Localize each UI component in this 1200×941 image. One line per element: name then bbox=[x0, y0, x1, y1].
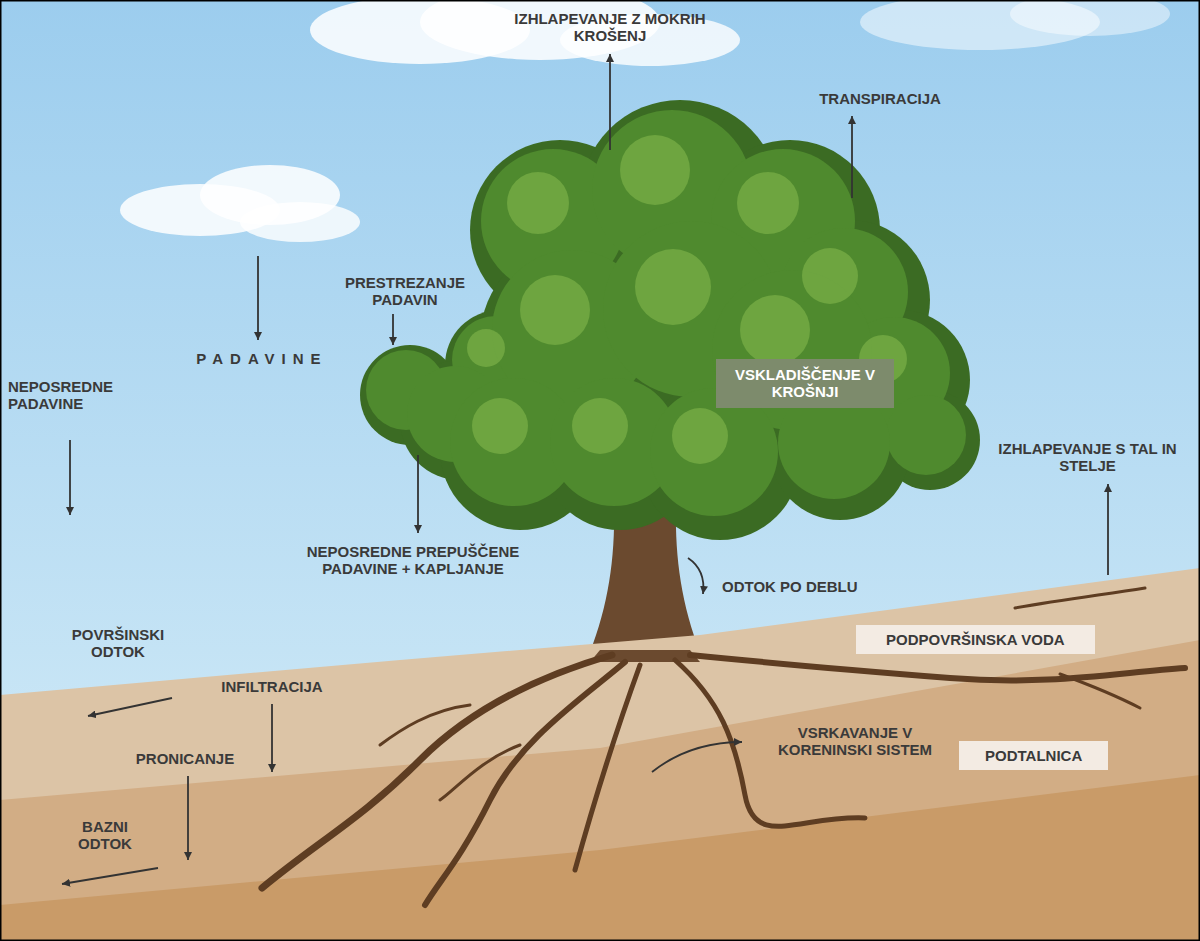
storage-box: PODTALNICA bbox=[959, 741, 1108, 770]
flow-arrow bbox=[688, 558, 703, 594]
process-label: BAZNI ODTOK bbox=[65, 818, 145, 853]
canopy-highlight bbox=[802, 248, 858, 304]
canopy-highlight bbox=[620, 135, 690, 205]
flow-arrow bbox=[392, 314, 394, 345]
roots bbox=[262, 588, 1185, 905]
cloud bbox=[1010, 0, 1170, 36]
box-text: PODPOVRŠINSKA VODA bbox=[886, 631, 1065, 648]
subsoil bbox=[0, 640, 1200, 941]
canopy-highlight bbox=[572, 398, 628, 454]
canopy-foliage bbox=[886, 395, 966, 475]
storage-box: VSKLADIŠČENJE V KROŠNJI bbox=[716, 359, 894, 408]
canopy-highlight bbox=[472, 398, 528, 454]
canopy-highlight bbox=[737, 172, 799, 234]
flow-arrow bbox=[609, 54, 611, 150]
process-label: POVRŠINSKI ODTOK bbox=[63, 626, 173, 661]
process-label: IZHLAPEVANJE Z MOKRIH KROŠENJ bbox=[510, 10, 710, 45]
root bbox=[1060, 674, 1140, 708]
cloud bbox=[240, 202, 360, 242]
flow-arrow bbox=[257, 256, 259, 340]
box-text: PODTALNICA bbox=[985, 747, 1082, 764]
root bbox=[690, 655, 1185, 680]
process-label: TRANSPIRACIJA bbox=[790, 90, 970, 107]
flow-arrow bbox=[417, 455, 419, 533]
process-label: VSRKAVANJE V KORENINSKI SISTEM bbox=[755, 724, 955, 759]
canopy-highlight bbox=[672, 408, 728, 464]
canopy-highlight bbox=[467, 329, 505, 367]
flow-arrow bbox=[851, 116, 853, 198]
canopy-highlight bbox=[520, 275, 590, 345]
bedrock-layer bbox=[0, 775, 1200, 941]
topsoil bbox=[0, 568, 1200, 941]
process-label: PADAVINE bbox=[162, 350, 362, 367]
flow-arrow bbox=[271, 704, 273, 772]
process-label: INFILTRACIJA bbox=[202, 678, 342, 695]
canopy-highlights bbox=[467, 135, 907, 464]
flow-arrow bbox=[1107, 484, 1109, 575]
root bbox=[425, 662, 625, 905]
flow-arrow bbox=[62, 868, 158, 884]
process-label: NEPOSREDNE PREPUŠČENE PADAVINE + KAPLJAN… bbox=[295, 543, 531, 578]
process-label: PRONICANJE bbox=[115, 750, 255, 767]
box-text: VSKLADIŠČENJE V KROŠNJI bbox=[730, 366, 880, 401]
root bbox=[380, 705, 470, 745]
flow-arrow bbox=[69, 440, 71, 515]
process-label: ODTOK PO DEBLU bbox=[722, 578, 892, 595]
canopy bbox=[360, 100, 980, 540]
process-label: NEPOSREDNE PADAVINE bbox=[8, 378, 128, 413]
flow-arrows bbox=[62, 54, 1108, 884]
canopy-highlight bbox=[635, 249, 711, 325]
canopy-highlight bbox=[507, 172, 569, 234]
canopy-mid bbox=[366, 110, 966, 516]
canopy-highlight bbox=[740, 295, 810, 365]
root bbox=[575, 665, 640, 870]
flow-arrow bbox=[652, 742, 742, 772]
process-label: IZHLAPEVANJE S TAL IN STELJE bbox=[985, 440, 1190, 475]
storage-box: PODPOVRŠINSKA VODA bbox=[856, 625, 1095, 654]
process-label: PRESTREZANJE PADAVIN bbox=[330, 274, 480, 309]
root bbox=[1015, 588, 1145, 608]
flow-arrow bbox=[88, 698, 172, 716]
flow-arrow bbox=[187, 776, 189, 860]
root bbox=[440, 745, 520, 800]
